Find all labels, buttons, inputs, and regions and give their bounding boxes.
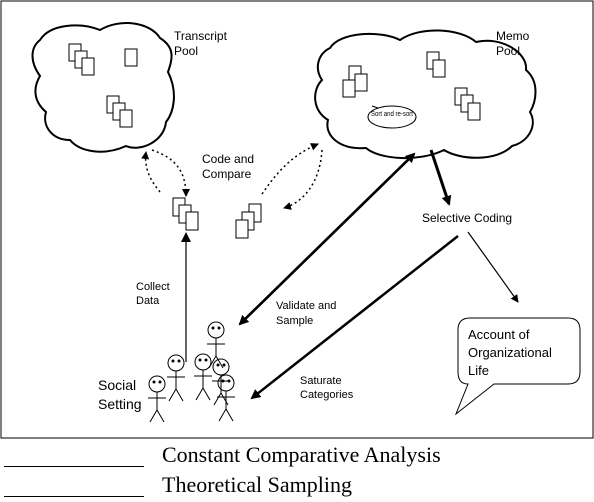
legend-line-constant-comparative (4, 466, 144, 467)
stick-figure (194, 353, 212, 401)
legend-theoretical-sampling: Theoretical Sampling (0, 470, 594, 500)
legend-label-theoretical-sampling: Theoretical Sampling (162, 472, 352, 497)
stick-figure (212, 358, 230, 406)
stick-figure (207, 321, 225, 369)
legend-line-theoretical-sampling (4, 496, 144, 497)
social-setting-label: Social Setting (98, 377, 142, 412)
stick-figure (217, 374, 235, 422)
sort-label: Sort and re-sort (371, 111, 413, 118)
collect-data-label: Collect Data (136, 281, 173, 307)
sort-resort-cycle: Sort and re-sort (367, 105, 417, 129)
memo-docs (342, 51, 481, 121)
memo-pool-cloud (314, 29, 537, 159)
diagram-frame (0, 0, 594, 439)
collected-docs (172, 197, 199, 231)
stick-figure (148, 375, 166, 423)
diagram-canvas: Sort and re-sort Transcript Pool Memo Po… (0, 0, 594, 439)
validate-sample-label: Validate and Sample (276, 300, 339, 327)
transcript-docs (68, 43, 138, 128)
account-speech-bubble (454, 317, 581, 416)
dotted-arrows (141, 143, 323, 210)
transcript-pool-label: Transcript Pool (174, 29, 230, 58)
memo-pool-label: Memo Pool (496, 29, 533, 58)
account-label: Account of Organizational Life (468, 327, 555, 378)
transcript-pool-cloud (31, 22, 175, 153)
legend-label-constant-comparative: Constant Comparative Analysis (162, 442, 441, 467)
stick-figure (167, 354, 185, 402)
code-compare-label: Code and Compare (202, 152, 257, 181)
solid-arrows (181, 149, 519, 400)
coded-docs (235, 203, 262, 239)
selective-coding-label: Selective Coding (422, 211, 512, 225)
stick-figures (148, 321, 235, 423)
legend-constant-comparative: Constant Comparative Analysis (0, 440, 594, 470)
saturate-label: Saturate Categories (300, 375, 354, 401)
